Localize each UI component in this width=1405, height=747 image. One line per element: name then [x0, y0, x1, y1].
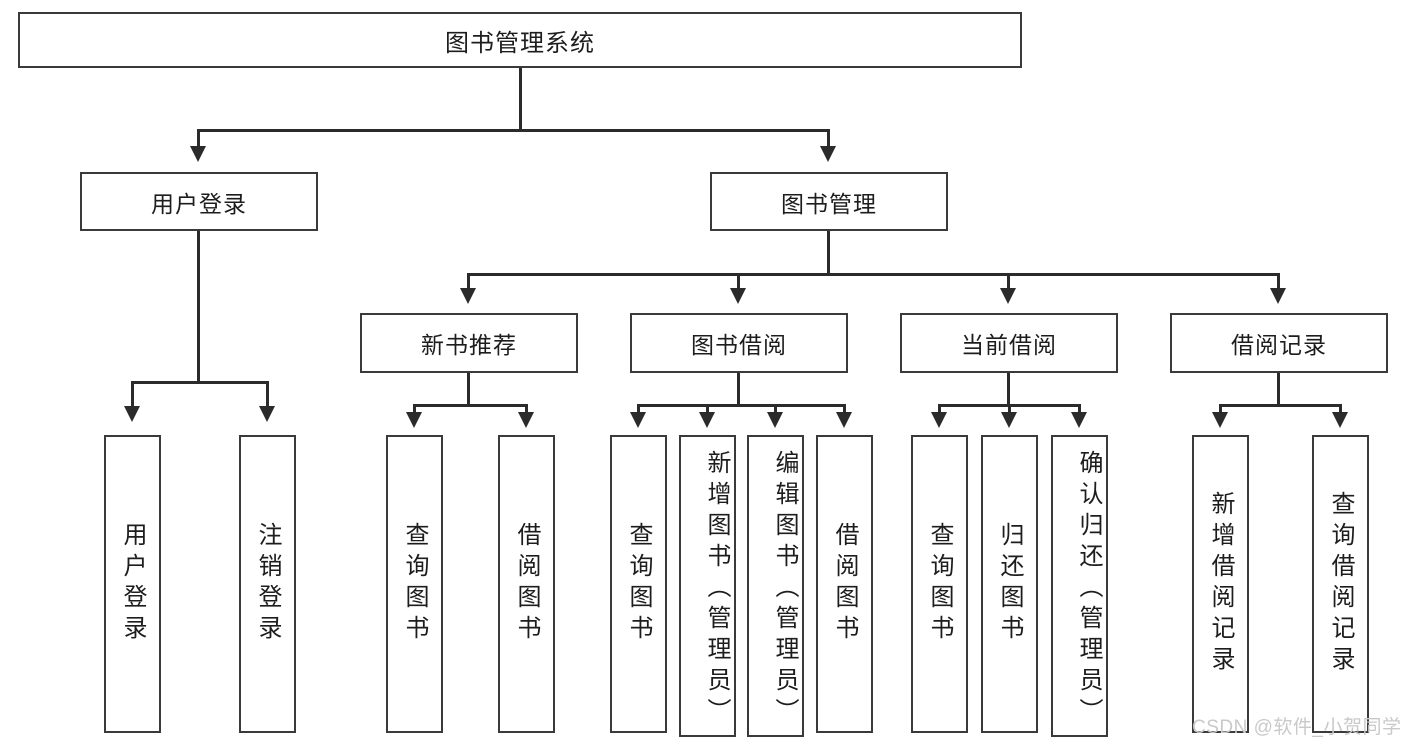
node-label: 借阅图书	[831, 522, 858, 646]
node-label: 图书借阅	[691, 332, 787, 358]
connector-bb-to-leaf-1	[706, 404, 709, 414]
arrow-cb-to-leaf-2	[1071, 412, 1087, 428]
node-label: 查询图书	[625, 522, 652, 646]
arrow-user-login-to-leaf-0	[124, 406, 140, 422]
arrow-br-to-leaf-0	[1212, 412, 1228, 428]
connector-root-stem	[519, 68, 522, 131]
node-label: 新增借阅记录	[1207, 491, 1234, 677]
connector-user-login-stem	[197, 231, 200, 383]
arrow-cb-to-leaf-1	[1001, 412, 1017, 428]
node-user-login[interactable]: 用户登录	[80, 172, 318, 231]
arrow-new-book-to-leaf-1	[518, 412, 534, 428]
arrow-bb-to-leaf-3	[836, 412, 852, 428]
connector-new-book-stem	[467, 373, 470, 406]
arrow-user-login-to-leaf-1	[259, 406, 275, 422]
connector-borrow-record-bar	[1219, 404, 1341, 407]
arrow-root-to-book-management	[820, 146, 836, 162]
node-label: 图书管理	[781, 190, 877, 217]
connector-borrow-record-stem	[1277, 373, 1280, 406]
node-label: 借阅图书	[513, 522, 540, 646]
node-label: 用户登录	[151, 190, 247, 217]
connector-bm-to-new-book	[467, 273, 470, 290]
node-label: 查询图书	[926, 522, 953, 646]
connector-bb-to-leaf-0	[637, 404, 640, 414]
leaf-current-borrow-query[interactable]: 查询图书	[911, 435, 968, 733]
connector-root-bar	[197, 129, 829, 132]
leaf-borrow-record-query[interactable]: 查询借阅记录	[1312, 435, 1369, 733]
node-label: 新增图书（管理员）	[703, 449, 730, 729]
leaf-book-borrow-query[interactable]: 查询图书	[610, 435, 667, 733]
node-label: 确认归还（管理员）	[1075, 449, 1102, 729]
connector-user-login-to-leaf-1	[266, 381, 269, 408]
arrow-bm-to-book-borrow	[730, 288, 746, 304]
node-new-book-recommend[interactable]: 新书推荐	[360, 313, 578, 373]
connector-user-login-to-leaf-0	[131, 381, 134, 408]
connector-book-borrow-stem	[737, 373, 740, 406]
connector-user-login-bar	[131, 381, 268, 384]
connector-br-to-leaf-1	[1339, 404, 1342, 414]
arrow-br-to-leaf-1	[1332, 412, 1348, 428]
node-label: 新书推荐	[421, 332, 517, 358]
arrow-new-book-to-leaf-0	[406, 412, 422, 428]
arrow-root-to-user-login	[190, 146, 206, 162]
node-book-management[interactable]: 图书管理	[710, 172, 948, 231]
node-label: 编辑图书（管理员）	[771, 449, 798, 729]
node-label: 借阅记录	[1231, 332, 1327, 358]
leaf-current-borrow-confirm-return[interactable]: 确认归还（管理员）	[1051, 435, 1108, 737]
arrow-bm-to-borrow-record	[1270, 288, 1286, 304]
leaf-borrow-record-add[interactable]: 新增借阅记录	[1192, 435, 1249, 733]
connector-book-management-bar	[467, 273, 1279, 276]
node-label: 当前借阅	[961, 332, 1057, 358]
node-label: 用户登录	[119, 522, 146, 646]
connector-book-management-stem	[827, 231, 830, 275]
connector-bb-to-leaf-3	[843, 404, 846, 414]
leaf-new-book-query[interactable]: 查询图书	[386, 435, 443, 733]
arrow-bb-to-leaf-2	[767, 412, 783, 428]
connector-bm-to-current-borrow	[1007, 273, 1010, 290]
node-label: 查询借阅记录	[1327, 491, 1354, 677]
connector-cb-to-leaf-1	[1008, 404, 1011, 414]
connector-current-borrow-stem	[1007, 373, 1010, 406]
arrow-cb-to-leaf-0	[931, 412, 947, 428]
node-label: 查询图书	[401, 522, 428, 646]
arrow-bm-to-current-borrow	[1000, 288, 1016, 304]
connector-bb-to-leaf-2	[774, 404, 777, 414]
leaf-user-login-logout[interactable]: 注销登录	[239, 435, 296, 733]
arrow-bb-to-leaf-1	[699, 412, 715, 428]
node-label: 图书管理系统	[445, 29, 595, 57]
leaf-book-borrow-add[interactable]: 新增图书（管理员）	[679, 435, 736, 737]
node-root-book-management-system[interactable]: 图书管理系统	[18, 12, 1022, 68]
arrow-bm-to-new-book	[460, 288, 476, 304]
arrow-bb-to-leaf-0	[630, 412, 646, 428]
node-book-borrow[interactable]: 图书借阅	[630, 313, 848, 373]
connector-new-book-to-leaf-0	[413, 404, 416, 414]
connector-bm-to-book-borrow	[737, 273, 740, 290]
leaf-book-borrow-borrow[interactable]: 借阅图书	[816, 435, 873, 733]
node-label: 归还图书	[996, 522, 1023, 646]
leaf-new-book-borrow[interactable]: 借阅图书	[498, 435, 555, 733]
connector-bm-to-borrow-record	[1277, 273, 1280, 290]
connector-root-to-user-login	[197, 129, 200, 148]
connector-new-book-to-leaf-1	[525, 404, 528, 414]
node-current-borrow[interactable]: 当前借阅	[900, 313, 1118, 373]
connector-cb-to-leaf-2	[1078, 404, 1081, 414]
connector-cb-to-leaf-0	[938, 404, 941, 414]
leaf-user-login-login[interactable]: 用户登录	[104, 435, 161, 733]
connector-new-book-bar	[413, 404, 527, 407]
node-label: 注销登录	[254, 522, 281, 646]
leaf-book-borrow-edit[interactable]: 编辑图书（管理员）	[747, 435, 804, 737]
connector-book-borrow-bar	[637, 404, 846, 407]
leaf-current-borrow-return[interactable]: 归还图书	[981, 435, 1038, 733]
node-borrow-record[interactable]: 借阅记录	[1170, 313, 1388, 373]
connector-root-to-book-management	[827, 129, 830, 148]
connector-br-to-leaf-0	[1219, 404, 1222, 414]
